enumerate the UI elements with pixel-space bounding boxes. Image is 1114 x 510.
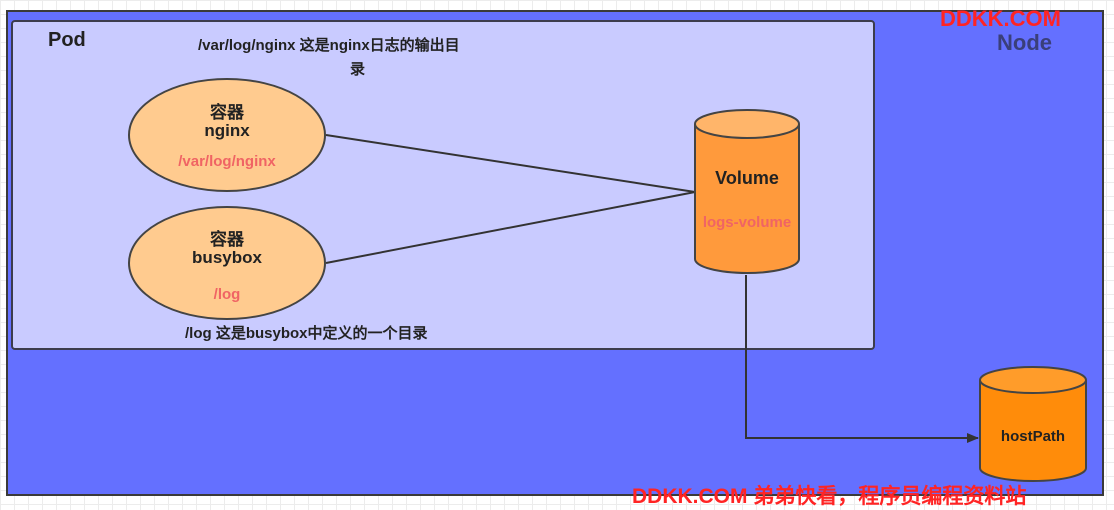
watermark-bottom: DDKK.COM 弟弟快看，程序员编程资料站: [632, 485, 1027, 508]
container-nginx-title: 容器: [210, 103, 244, 122]
node-label: Node: [997, 30, 1052, 55]
container-nginx: 容器 nginx /var/log/nginx: [128, 78, 326, 192]
container-busybox-title: 容器: [210, 230, 244, 249]
hostpath-cylinder: [979, 366, 1087, 482]
container-nginx-name: nginx: [204, 121, 250, 140]
nginx-to-volume-connector: [325, 134, 696, 193]
volume-to-hostpath-connector: [745, 275, 979, 443]
busybox-to-volume-connector: [325, 191, 696, 264]
container-busybox-path: /log: [213, 286, 241, 303]
nginx-path-note-line2: 录: [350, 61, 366, 78]
busybox-path-note: /log 这是busybox中定义的一个目录: [185, 325, 428, 342]
hostpath-label: hostPath: [1000, 428, 1066, 445]
volume-label: Volume: [715, 168, 779, 188]
volume-name: logs-volume: [702, 214, 792, 231]
container-nginx-path: /var/log/nginx: [178, 153, 276, 170]
nginx-path-note-line1: /var/log/nginx 这是nginx日志的输出目: [198, 37, 460, 54]
volume-cylinder: [694, 109, 800, 274]
container-busybox: 容器 busybox /log: [128, 206, 326, 320]
container-busybox-name: busybox: [192, 248, 262, 267]
watermark-top: DDKK.COM: [940, 6, 1061, 31]
nginx-path-note: /var/log/nginx 这是nginx日志的输出目: [198, 35, 528, 57]
pod-label: Pod: [48, 29, 86, 51]
